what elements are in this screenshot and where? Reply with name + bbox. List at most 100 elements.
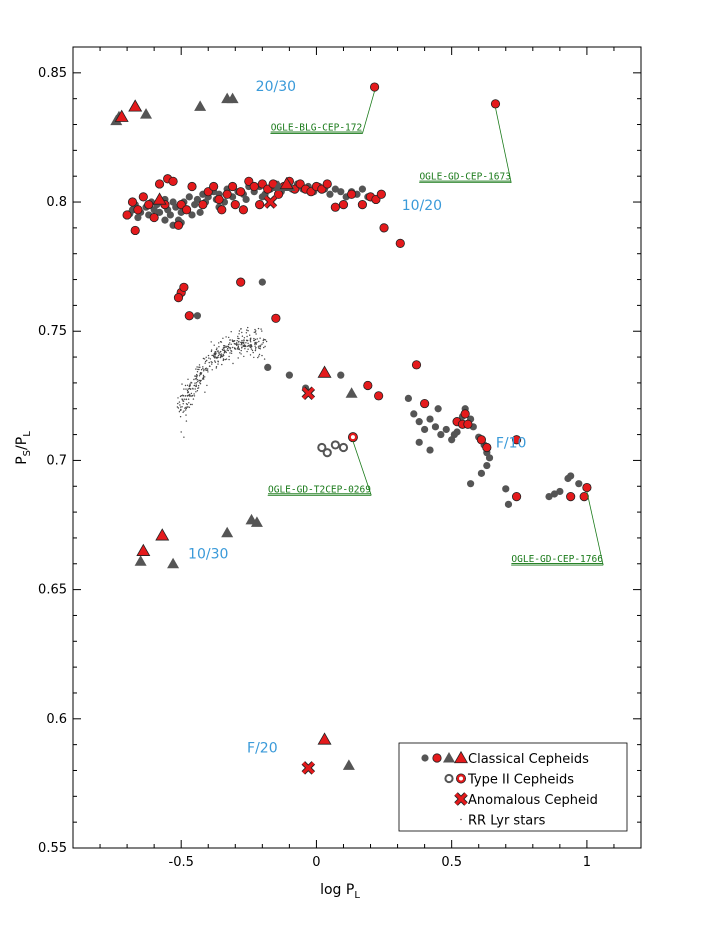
data-point [485,454,494,462]
data-point [463,419,473,429]
data-point [155,208,164,216]
rr-lyr-dot [198,375,201,377]
data-point [214,194,224,205]
data-point [347,432,358,443]
star-name-label: OGLE-GD-CEP-1673 [419,172,511,183]
gray-circle-marker [264,363,272,371]
data-point [330,202,340,212]
red-triangle-marker [317,732,332,745]
gray-circle-marker [575,480,583,488]
red-ring-hole [459,776,463,781]
red-triangle-marker [152,192,167,205]
data-point [255,200,265,210]
data-point [322,448,332,458]
rr-lyr-dot [238,341,240,343]
legend-symbol [421,754,429,762]
data-point [575,480,583,488]
gray-triangle-marker [443,752,455,763]
data-point [236,187,246,197]
plot-frame [72,46,642,849]
period-ratio-label: 10/30 [188,547,228,563]
star-name-label: OGLE-GD-T2CEP-0269 [268,484,371,495]
rr-lyr-dot [235,348,237,350]
rr-lyr-dot [188,406,191,408]
rr-lyr-dot [223,347,225,349]
data-point [556,487,564,496]
rr-lyr-dot [188,387,191,390]
rr-lyr-dot [217,356,219,358]
rr-lyr-dot [194,388,196,390]
data-point [182,205,192,215]
rr-lyr-dot [203,370,205,372]
rr-lyr-dot [241,331,243,334]
rr-lyr-dot [259,348,261,350]
rr-lyr-dot [186,395,189,397]
star-name-label: OGLE-GD-CEP-1766 [511,554,603,565]
data-point [331,185,339,193]
rr-lyr-dot [219,354,222,356]
data-point [301,386,316,401]
red-circle-marker [214,194,224,205]
rr-lyr-dot [240,342,243,345]
period-ratio-label: 20/30 [256,79,296,95]
rr-lyr-dot [202,376,205,378]
rr-lyr-dot [185,407,188,410]
data-point [168,176,178,186]
data-point [346,189,357,199]
data-point [545,492,553,501]
red-circle-marker [374,391,384,401]
series-ring-gray [317,440,349,458]
rr-lyr-dot [203,369,205,371]
rr-lyr-dot [197,385,200,387]
star-name-label: OGLE-BLG-CEP-172 [271,123,363,134]
rr-lyr-dot [185,420,188,422]
data-point [363,380,373,391]
red-circle-marker [173,220,184,230]
rr-lyr-dot [187,391,190,393]
rr-lyr-dot [241,335,244,337]
rr-lyr-dot [243,344,246,346]
data-point [258,278,266,286]
gray-triangle-marker [226,92,239,104]
rr-lyr-dot [196,379,198,381]
rr-lyr-dot [243,355,245,358]
rr-lyr-dot [194,375,196,377]
rr-lyr-dot [217,350,219,352]
red-circle-marker [379,223,389,233]
data-point [194,100,207,111]
rr-lyr-dot [215,348,218,351]
rr-lyr-dot [192,398,195,400]
rr-lyr-dot [220,355,222,358]
rr-lyr-dot [183,410,185,412]
gray-circle-marker [502,485,510,493]
data-point [185,193,193,201]
rr-lyr-dot [254,331,257,333]
rr-lyr-dot [202,366,204,368]
rr-lyr-dot [254,345,256,347]
gray-circle-marker [415,438,423,446]
data-point [138,192,148,202]
rr-lyr-dot [182,403,184,405]
data-point [264,363,272,371]
rr-lyr-dot [242,345,244,347]
rr-lyr-dot [229,342,231,344]
gray-ring-marker [317,442,327,453]
data-point [357,200,368,210]
data-point [140,108,153,119]
red-circle-marker [330,202,340,212]
red-circle-marker [511,435,522,445]
data-point [322,179,332,189]
rr-lyr-dot [238,337,240,340]
y-tick-label: 0.7 [46,453,67,468]
rr-lyr-dot [196,371,199,373]
gray-circle-marker [155,208,164,216]
rr-lyr-dot [219,351,221,353]
callout-leader-line [495,107,512,183]
rr-lyr-dot [238,348,240,351]
rr-lyr-dot [216,347,218,349]
gray-circle-marker [285,371,293,379]
red-circle-marker [184,311,194,321]
data-point [431,423,440,431]
